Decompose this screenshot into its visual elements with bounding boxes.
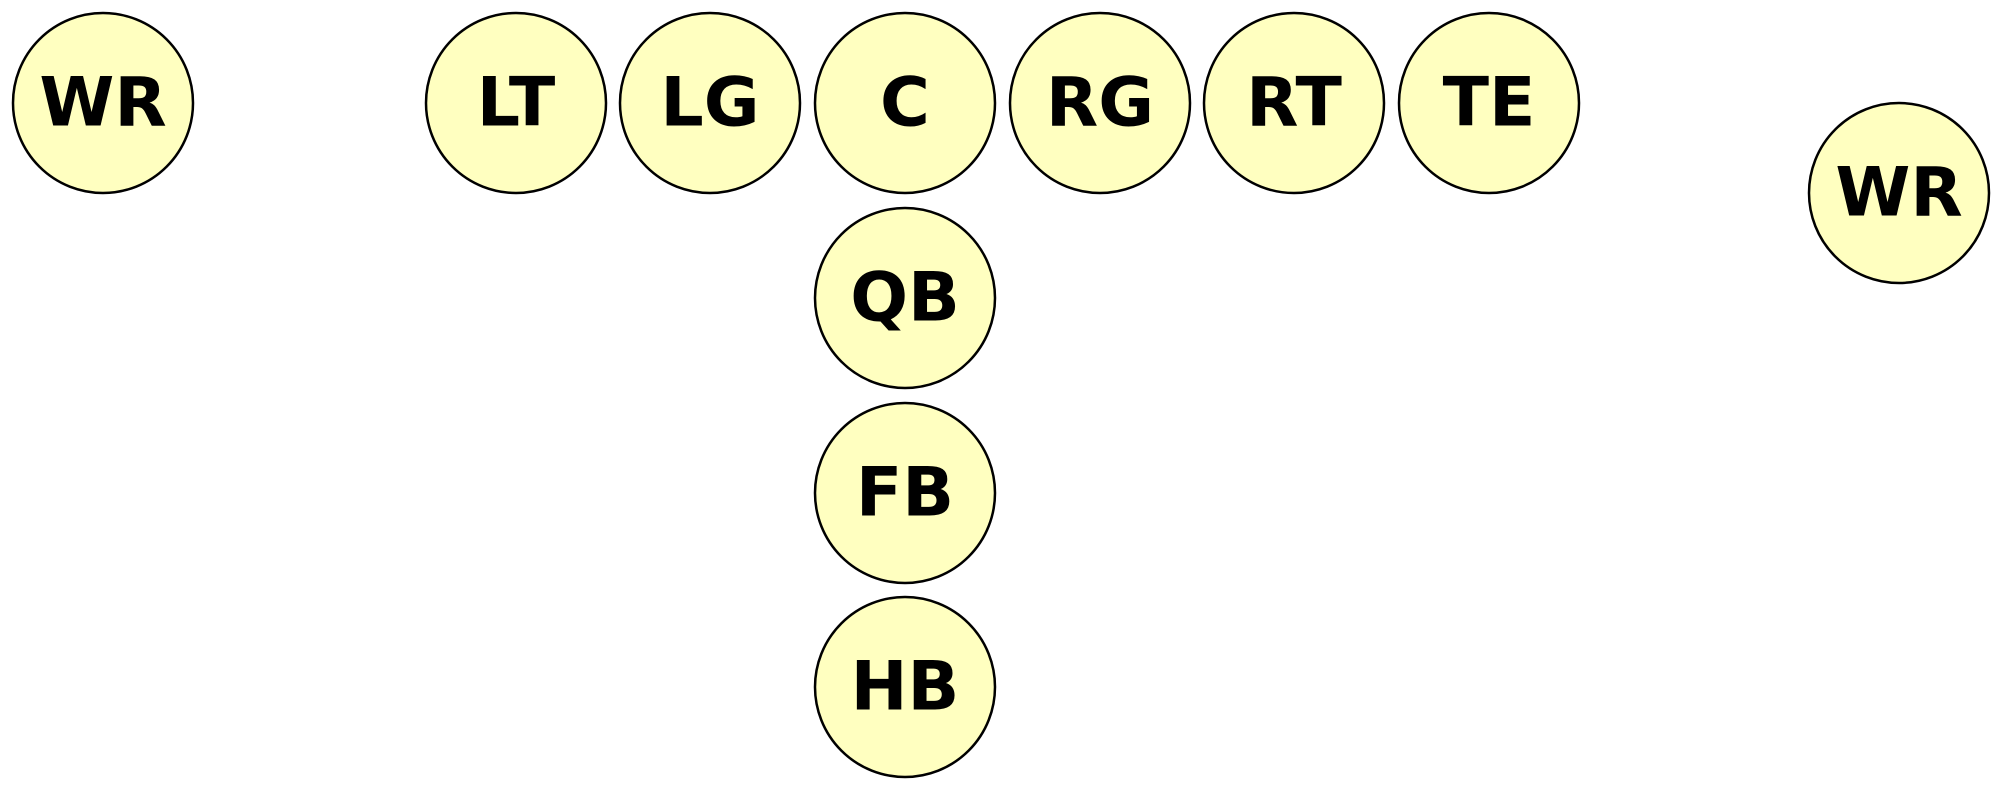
player-circle — [813, 401, 997, 585]
player-circle — [1008, 11, 1192, 195]
player-te: TE — [1397, 11, 1581, 195]
player-circle — [813, 595, 997, 779]
player-label: QB — [850, 259, 960, 338]
player-circle — [813, 11, 997, 195]
player-label: FB — [856, 454, 954, 533]
player-label: C — [880, 64, 930, 143]
player-circle — [11, 11, 195, 195]
player-label: LT — [477, 64, 556, 143]
player-circle — [1807, 101, 1991, 285]
player-circle — [1397, 11, 1581, 195]
player-lg: LG — [618, 11, 802, 195]
player-wr-left: WR — [11, 11, 195, 195]
player-circle — [813, 206, 997, 390]
player-circle — [618, 11, 802, 195]
player-circle — [424, 11, 608, 195]
player-circle — [1202, 11, 1386, 195]
player-label: LG — [660, 64, 759, 143]
player-c: C — [813, 11, 997, 195]
player-label: WR — [1835, 154, 1962, 233]
player-label: TE — [1443, 64, 1536, 143]
player-lt: LT — [424, 11, 608, 195]
player-label: WR — [39, 64, 166, 143]
player-hb: HB — [813, 595, 997, 779]
player-label: HB — [851, 648, 960, 727]
player-fb: FB — [813, 401, 997, 585]
player-wr-right: WR — [1807, 101, 1991, 285]
player-rt: RT — [1202, 11, 1386, 195]
player-rg: RG — [1008, 11, 1192, 195]
player-label: RG — [1046, 64, 1154, 143]
player-label: RT — [1246, 64, 1342, 143]
player-qb: QB — [813, 206, 997, 390]
